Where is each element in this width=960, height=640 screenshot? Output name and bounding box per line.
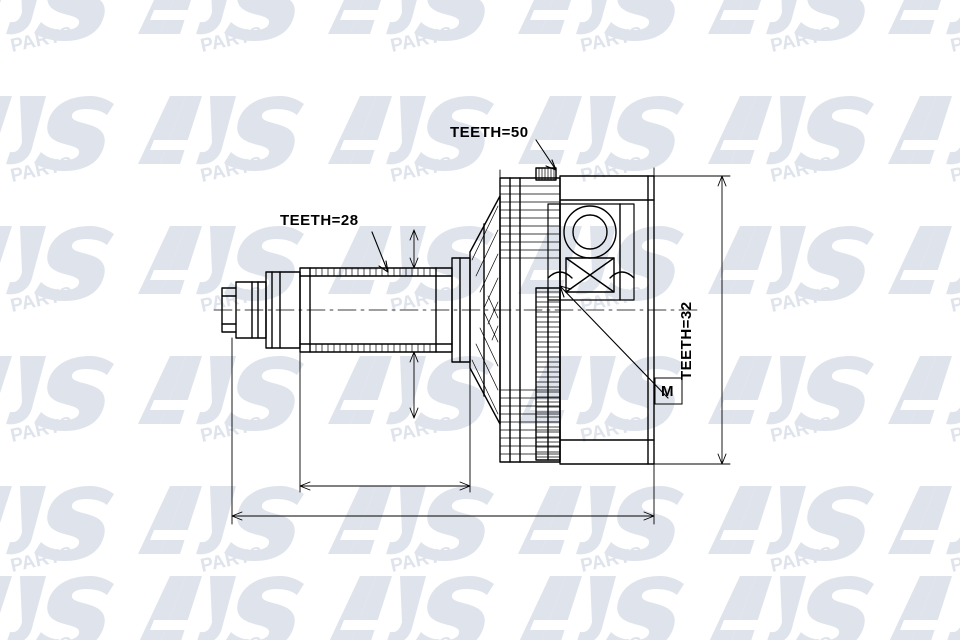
outer-spline-ring-50 [535,167,557,181]
leader-lines [371,139,669,399]
dimension-lines [231,167,731,525]
abs-tone-ring-32 [535,287,561,461]
joint-housing-cone [469,195,501,425]
label-teeth-50: TEETH=50 [450,124,529,141]
inner-race-cage [547,203,635,301]
joint-bell-body [499,175,655,465]
label-teeth-32: TEETH=32 [678,301,695,380]
m-callout-box [654,377,683,405]
label-m: M [661,383,674,400]
label-teeth-28: TEETH=28 [280,212,359,229]
